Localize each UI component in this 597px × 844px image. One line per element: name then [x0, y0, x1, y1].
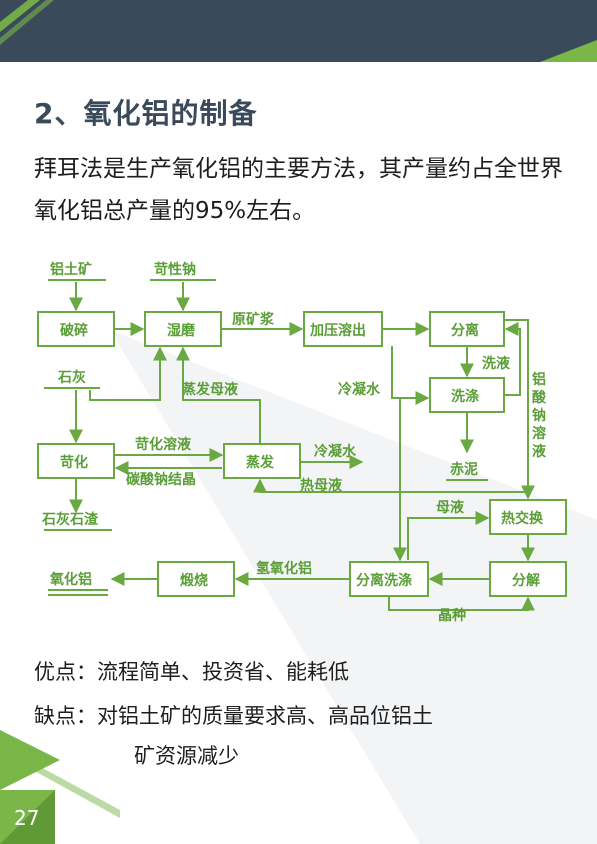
node-lime-residue: 石灰石渣	[41, 511, 99, 528]
node-wet-grind: 湿磨	[167, 322, 196, 339]
node-crush: 破碎	[60, 322, 88, 339]
label-condensate-2: 冷凝水	[314, 443, 357, 460]
label-mother-liquor: 母液	[436, 499, 465, 516]
node-lime: 石灰	[57, 369, 86, 386]
node-causticize: 苛化	[60, 454, 88, 471]
cons-line: 缺点：对铝土矿的质量要求高、高品位铝土	[34, 700, 433, 732]
box-causticize	[37, 443, 115, 479]
node-caustic: 苛性钠	[154, 261, 196, 278]
box-evaporate	[223, 443, 301, 479]
label-hydroxide: 氢氧化铝	[256, 560, 312, 577]
node-bauxite: 铝土矿	[50, 261, 92, 278]
box-decompose	[489, 561, 567, 597]
label-soda-crystal: 碳酸钠结晶	[126, 471, 196, 488]
label-raw-slurry: 原矿浆	[232, 311, 275, 328]
node-heat-exchange: 热交换	[501, 510, 544, 527]
page-number: 27	[14, 806, 40, 830]
section-heading: 2、氧化铝的制备	[34, 97, 258, 130]
header-bar	[0, 0, 597, 62]
pros-text: 流程简单、投资省、能耗低	[97, 660, 349, 684]
cons-text-1: 对铝土矿的质量要求高、高品位铝土	[97, 704, 433, 728]
label-caustic-solution: 苛化溶液	[135, 436, 192, 453]
label-aluminate: 铝酸钠溶液	[532, 371, 547, 460]
node-pressure-leach: 加压溶出	[309, 322, 366, 339]
node-sep-wash: 分离洗涤	[356, 572, 412, 589]
label-wash-liquid: 洗液	[482, 355, 511, 372]
label-hot-mother: 热母液	[300, 477, 343, 494]
label-condensate-1: 冷凝水	[338, 381, 381, 398]
box-calcine	[157, 561, 235, 597]
label-seed: 晶种	[438, 607, 466, 624]
box-crush	[37, 311, 115, 347]
intro-paragraph: 拜耳法是生产氧化铝的主要方法，其产量约占全世界氧化铝总产量的95%左右。	[34, 156, 563, 224]
node-alumina: 氧化铝	[49, 571, 92, 588]
box-wash	[429, 377, 505, 413]
label-evap-mother: 蒸发母液	[182, 381, 239, 398]
node-red-mud: 赤泥	[450, 461, 478, 478]
cons-line-2: 矿资源减少	[34, 740, 239, 772]
bayer-process-flowchart: 铝土矿 苛性钠 破碎 湿磨 原矿浆 加压溶出 分离 洗液 洗涤 赤泥 石灰 蒸发…	[37, 261, 567, 624]
node-decompose: 分解	[512, 572, 540, 589]
node-evaporate: 蒸发	[246, 454, 275, 471]
node-wash: 洗涤	[451, 388, 479, 405]
cons-text-2: 矿资源减少	[134, 744, 239, 768]
pros-line: 优点：流程简单、投资省、能耗低	[34, 656, 349, 688]
node-separate: 分离	[451, 322, 479, 339]
node-calcine: 煅烧	[180, 572, 208, 589]
cons-label: 缺点：	[34, 704, 97, 728]
pros-label: 优点：	[34, 660, 97, 684]
